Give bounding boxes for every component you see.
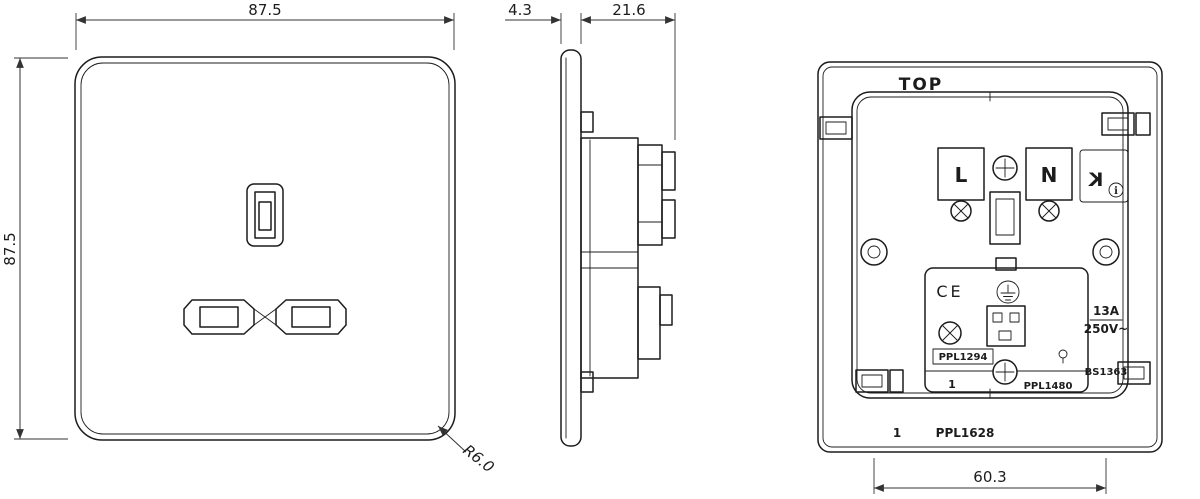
ppl1480-label: PPL1480 bbox=[1024, 381, 1073, 392]
gang-number-mid: 1 bbox=[948, 378, 956, 391]
live-terminal-label: L bbox=[955, 163, 968, 187]
front-height-dim-label: 87.5 bbox=[1, 232, 19, 265]
earth-symbol bbox=[996, 280, 1020, 304]
ce-mark: CE bbox=[936, 282, 963, 301]
neutral-terminal-screw bbox=[1038, 200, 1060, 222]
cable-entry-face bbox=[986, 305, 1026, 347]
ppl1294-label: PPL1294 bbox=[939, 352, 988, 363]
faceplate-front-outline bbox=[74, 56, 456, 441]
faceplate-screw-boss-left bbox=[860, 238, 888, 266]
fixing-lug-top-left bbox=[819, 116, 853, 140]
info-mark: i bbox=[1114, 186, 1118, 197]
earth-terminal-screw bbox=[992, 155, 1018, 181]
rating-voltage-label: 250V~ bbox=[1084, 322, 1128, 336]
body-screw-left bbox=[938, 321, 962, 345]
faceplate-screw-boss-right bbox=[1092, 238, 1120, 266]
body-screw-bottom bbox=[992, 359, 1018, 385]
mechanism-side-profile bbox=[580, 111, 676, 393]
socket-body-rear: CE PPL1294 bbox=[924, 257, 1089, 393]
rear-view: TOP bbox=[817, 61, 1163, 494]
rear-plate bbox=[851, 91, 1129, 399]
front-height-dimension: 87.5 bbox=[1, 57, 68, 440]
side-depth-dimension: 21.6 bbox=[581, 1, 676, 140]
centre-clamp bbox=[989, 191, 1021, 245]
fixing-lug-top-right bbox=[1101, 112, 1151, 136]
bottom-strip-marking: 1 PPL1628 bbox=[893, 426, 995, 440]
faceplate-side-profile bbox=[560, 49, 582, 447]
rating-marking: 13A 250V~ BS1363 bbox=[1084, 304, 1128, 378]
neutral-terminal-label: N bbox=[1041, 163, 1058, 187]
corner-radius-label: R6.0 bbox=[460, 441, 498, 476]
side-depth-dim-label: 21.6 bbox=[612, 1, 645, 19]
approval-mark: K bbox=[1087, 169, 1103, 191]
fixing-centres-dim-label: 60.3 bbox=[973, 468, 1006, 486]
front-width-dimension: 87.5 bbox=[75, 1, 455, 50]
ppl1628-label: PPL1628 bbox=[936, 426, 995, 440]
line-neutral-apertures bbox=[183, 299, 347, 335]
fixing-lug-bottom-right bbox=[1117, 361, 1151, 385]
terminal-block: L N bbox=[937, 147, 1073, 245]
front-view: 87.5 87.5 R6.0 bbox=[1, 1, 498, 476]
rating-current-label: 13A bbox=[1093, 304, 1120, 318]
corner-radius-callout: R6.0 bbox=[437, 425, 498, 476]
approval-mark-box: K i bbox=[1079, 149, 1129, 203]
earth-pin-aperture bbox=[246, 183, 284, 247]
bs1363-label: BS1363 bbox=[1085, 367, 1128, 378]
front-width-dim-label: 87.5 bbox=[248, 1, 281, 19]
small-screw-symbol bbox=[1058, 349, 1068, 364]
side-thickness-dim-label: 4.3 bbox=[508, 1, 532, 19]
gang-number-bottom: 1 bbox=[893, 426, 901, 440]
top-orientation-label: TOP bbox=[899, 75, 944, 95]
mounting-frame bbox=[817, 61, 1163, 453]
side-view: 4.3 21.6 bbox=[505, 1, 676, 447]
side-thickness-dimension: 4.3 bbox=[505, 1, 582, 44]
fixing-centres-dimension: 60.3 bbox=[873, 458, 1107, 494]
live-terminal-screw bbox=[950, 200, 972, 222]
ppl1294-label-box: PPL1294 bbox=[932, 348, 994, 365]
fixing-lug-bottom-left bbox=[855, 369, 904, 393]
